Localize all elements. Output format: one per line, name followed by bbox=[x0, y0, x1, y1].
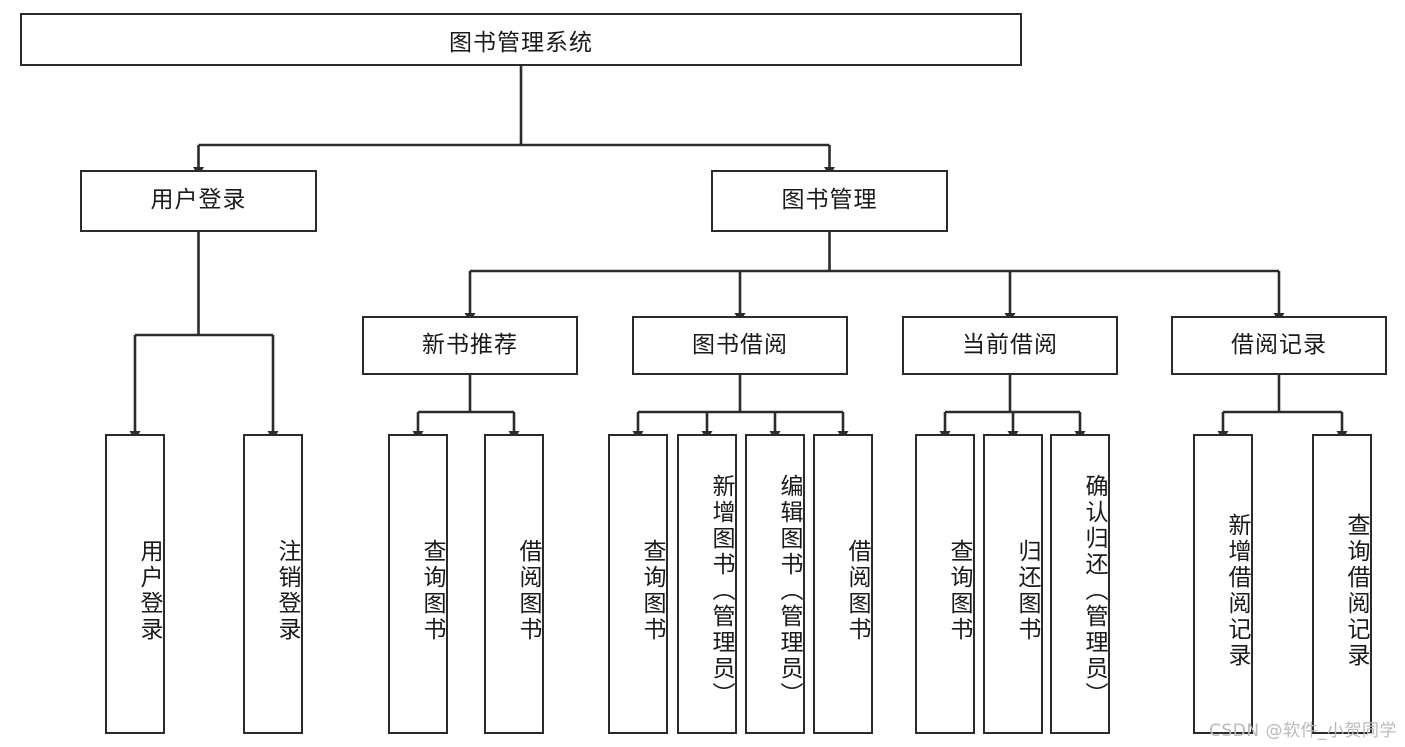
leaf-query-book-recommend[interactable]: 查询图书 bbox=[388, 434, 448, 734]
leaf-query-book-borrow[interactable]: 查询图书 bbox=[608, 434, 668, 734]
leaf-add-borrow-record[interactable]: 新增借阅记录 bbox=[1193, 434, 1253, 734]
node-book-management[interactable]: 图书管理 bbox=[711, 170, 948, 232]
leaf-query-book-current[interactable]: 查询图书 bbox=[915, 434, 975, 734]
leaf-edit-book-admin[interactable]: 编辑图书（管理员） bbox=[745, 434, 805, 734]
node-borrow-record[interactable]: 借阅记录 bbox=[1171, 316, 1387, 375]
node-book-borrow[interactable]: 图书借阅 bbox=[632, 316, 848, 375]
leaf-borrow-book-recommend[interactable]: 借阅图书 bbox=[484, 434, 544, 734]
node-new-book-recommend[interactable]: 新书推荐 bbox=[362, 316, 578, 375]
csdn-watermark: CSDN @软件_小贺同学 bbox=[1209, 721, 1397, 741]
leaf-return-book[interactable]: 归还图书 bbox=[983, 434, 1043, 734]
leaf-borrow-book[interactable]: 借阅图书 bbox=[813, 434, 873, 734]
leaf-add-book-admin[interactable]: 新增图书（管理员） bbox=[677, 434, 737, 734]
node-current-borrow[interactable]: 当前借阅 bbox=[902, 316, 1118, 375]
leaf-query-borrow-record[interactable]: 查询借阅记录 bbox=[1312, 434, 1372, 734]
leaf-logout[interactable]: 注销登录 bbox=[243, 434, 303, 734]
leaf-user-login[interactable]: 用户登录 bbox=[105, 434, 165, 734]
node-root-system[interactable]: 图书管理系统 bbox=[20, 13, 1022, 66]
leaf-confirm-return-admin[interactable]: 确认归还（管理员） bbox=[1050, 434, 1110, 734]
node-user-login[interactable]: 用户登录 bbox=[80, 170, 317, 232]
